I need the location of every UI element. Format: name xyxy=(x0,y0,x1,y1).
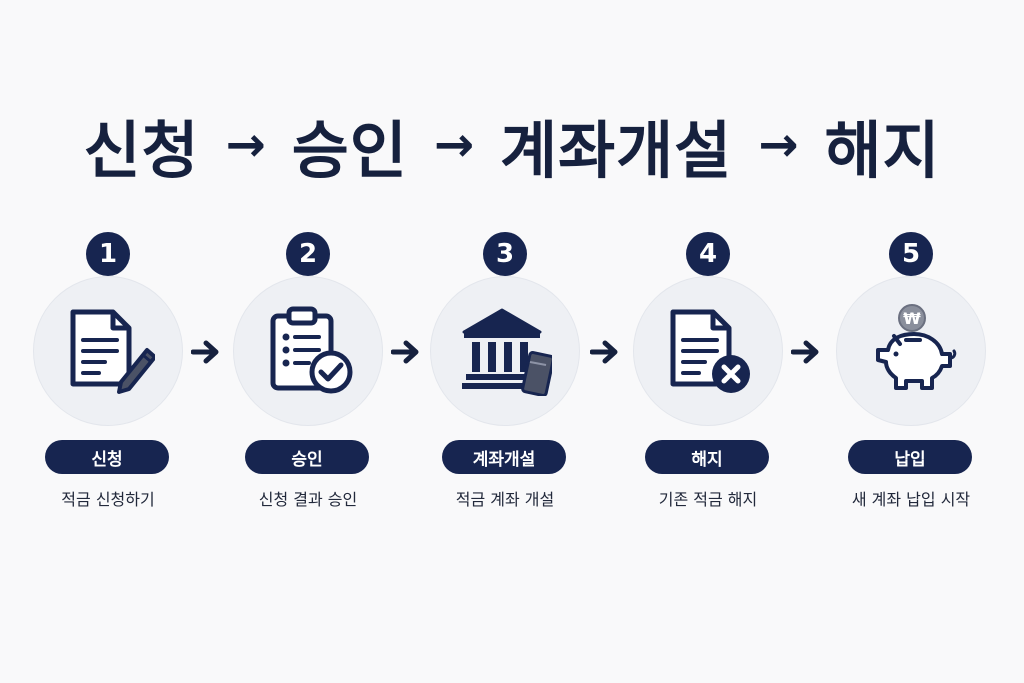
title-word-apply: 신청 xyxy=(83,114,200,187)
title-word-open-account: 계좌개설 xyxy=(500,114,733,187)
step-icon-circle xyxy=(233,276,383,426)
step-number-badge: 1 xyxy=(86,232,130,276)
step-number-badge: 3 xyxy=(483,232,527,276)
title-arrow-icon: → xyxy=(225,117,266,173)
document-cancel-icon xyxy=(670,309,750,393)
step-description: 신청 결과 승인 xyxy=(258,490,358,509)
step-5: 5 ₩ 납입 새 계좌 납입 시작 xyxy=(836,228,986,518)
flow-arrow-icon xyxy=(191,340,219,364)
title-arrow-icon: → xyxy=(758,117,799,173)
step-number-badge: 5 xyxy=(889,232,933,276)
step-icon-circle: ₩ xyxy=(836,276,986,426)
step-icon-circle xyxy=(633,276,783,426)
bank-card-icon xyxy=(462,308,552,396)
step-3: 3 계좌개설 적금 계좌 개설 xyxy=(430,228,580,518)
step-description: 적금 신청하기 xyxy=(61,490,155,509)
flow-arrow-icon xyxy=(590,340,618,364)
title-word-approve: 승인 xyxy=(291,114,408,187)
clipboard-check-icon xyxy=(270,306,353,394)
step-label-badge: 신청 xyxy=(45,440,169,474)
step-label-badge: 계좌개설 xyxy=(442,440,566,474)
step-1: 1 신청 적금 신청하기 xyxy=(33,228,183,518)
document-pen-icon xyxy=(70,309,155,394)
piggy-bank-icon: ₩ xyxy=(876,304,957,390)
step-icon-circle xyxy=(430,276,580,426)
step-description: 새 계좌 납입 시작 xyxy=(851,490,971,509)
step-label-badge: 해지 xyxy=(645,440,769,474)
step-number-badge: 4 xyxy=(686,232,730,276)
step-icon-circle xyxy=(33,276,183,426)
step-label-badge: 납입 xyxy=(848,440,972,474)
step-label-badge: 승인 xyxy=(245,440,369,474)
flow-arrow-icon xyxy=(791,340,819,364)
title-arrow-icon: → xyxy=(433,117,475,173)
step-number-badge: 2 xyxy=(286,232,330,276)
title-word-terminate: 해지 xyxy=(824,114,941,187)
step-4: 4 해지 기존 적금 해지 xyxy=(633,228,783,518)
step-description: 적금 계좌 개설 xyxy=(455,490,555,509)
page-title: 신청 → 승인 → 계좌개설 → 해지 xyxy=(0,100,1024,190)
step-2: 2 승인 신청 결과 승인 xyxy=(233,228,383,518)
step-description: 기존 적금 해지 xyxy=(658,490,758,509)
flow-arrow-icon xyxy=(391,340,419,364)
won-coin-icon: ₩ xyxy=(903,309,921,328)
